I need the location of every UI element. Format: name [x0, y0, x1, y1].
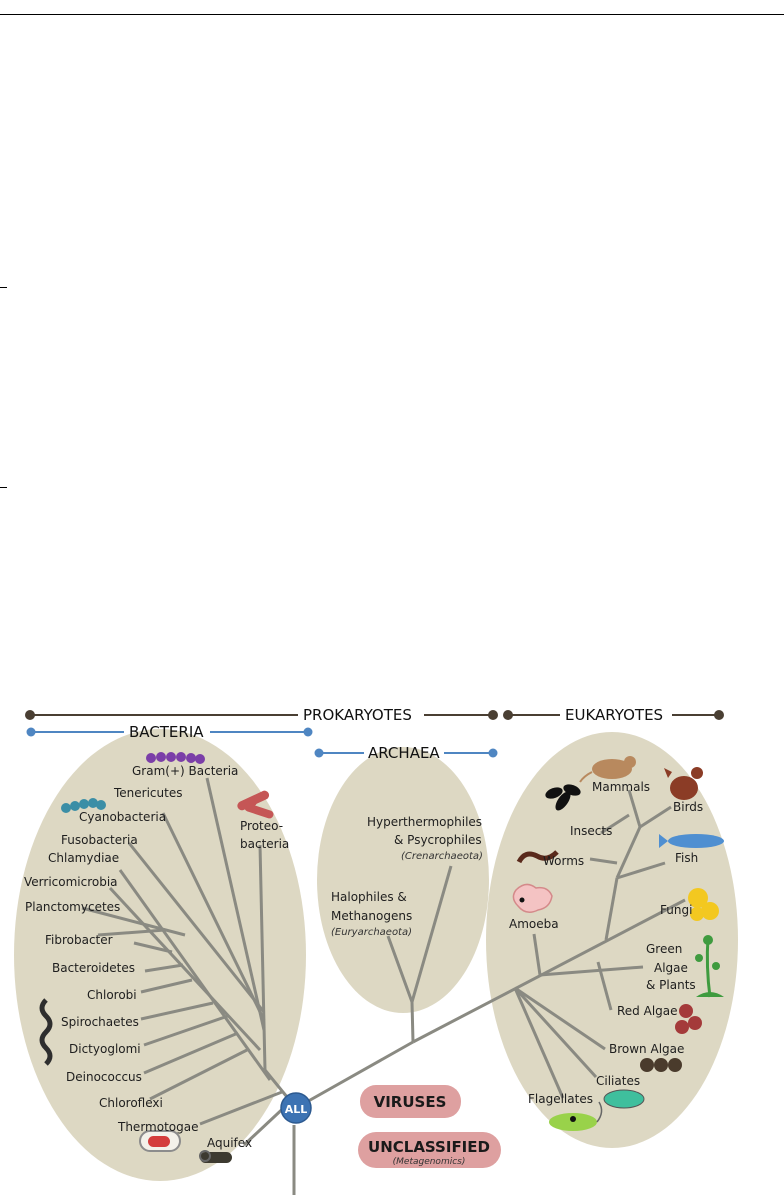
bacteria-label: BACTERIA [129, 723, 204, 741]
taxon-label: Insects [570, 824, 612, 838]
eukaryotes-header: EUKARYOTES [503, 706, 724, 724]
taxon-label: Chloroflexi [99, 1096, 163, 1110]
taxon-label: Cyanobacteria [79, 810, 166, 824]
taxon-label: Bacteroidetes [52, 961, 135, 975]
taxon-label: Dictyoglomi [69, 1042, 141, 1056]
bacteria-taxa: Gram(+) Bacteria Tenericutes Cyanobacter… [24, 764, 289, 1150]
cyanobacteria-icon [61, 798, 106, 813]
taxon-label: Deinococcus [66, 1070, 142, 1084]
taxon-label: Birds [673, 800, 703, 814]
taxon-label: Chlamydiae [48, 851, 119, 865]
metagenomics-label: (Metagenomics) [393, 1157, 466, 1167]
taxon-label: Amoeba [509, 917, 559, 931]
viruses-button-label: VIRUSES [374, 1093, 447, 1111]
plant-icon [695, 935, 724, 998]
tree-branches [81, 777, 686, 1195]
taxon-label: Methanogens [331, 909, 412, 923]
spirochaete-icon [39, 998, 53, 1066]
bacteria-ellipse [14, 729, 306, 1181]
taxon-label: Red Algae [617, 1004, 678, 1018]
ciliate-icon [603, 1089, 645, 1109]
scientific-name: (Crenarchaeota) [401, 851, 483, 862]
eukaryotes-label: EUKARYOTES [565, 706, 663, 724]
flagellate-icon [549, 1101, 603, 1131]
taxon-label: Chlorobi [87, 988, 137, 1002]
archaea-taxa: Hyperthermophiles & Psycrophiles (Crenar… [331, 815, 483, 938]
unclassified-button[interactable]: UNCLASSIFIED (Metagenomics) [358, 1132, 501, 1168]
chicken-icon [664, 767, 703, 800]
fly-icon [545, 784, 581, 811]
eukaryotes-ellipse [486, 732, 738, 1148]
fungi-icon [688, 888, 719, 921]
unclassified-button-label: UNCLASSIFIED [368, 1138, 490, 1156]
tree-of-life-diagram: PROKARYOTES EUKARYOTES BACTERIA ARCHAEA [14, 706, 738, 1195]
taxon-label: Halophiles & [331, 890, 407, 904]
root-node[interactable]: ALL [280, 1092, 312, 1124]
taxon-label: Spirochaetes [61, 1015, 139, 1029]
taxon-label: & Plants [646, 978, 696, 992]
brown-algae-icon [640, 1058, 682, 1072]
taxon-label: bacteria [240, 837, 289, 851]
taxon-label: Aquifex [207, 1136, 252, 1150]
taxon-label: Proteo- [240, 819, 283, 833]
viruses-button[interactable]: VIRUSES [360, 1085, 461, 1118]
taxon-label: Brown Algae [609, 1042, 684, 1056]
top-rule [0, 14, 784, 15]
archaea-ellipse [317, 747, 489, 1013]
gram-positive-bacteria-icon [146, 752, 205, 764]
taxon-label: Thermotogae [117, 1120, 198, 1134]
red-algae-icon [675, 1004, 702, 1034]
taxon-label: Algae [654, 961, 688, 975]
taxon-label: Verricomicrobia [24, 875, 118, 889]
proteobacteria-icon [237, 790, 274, 819]
taxon-label: Flagellates [528, 1092, 593, 1106]
margin-tick [0, 287, 7, 288]
archaea-header: ARCHAEA [314, 744, 498, 762]
amoeba-icon [512, 883, 553, 913]
archaea-label: ARCHAEA [368, 744, 440, 762]
taxon-label: Ciliates [596, 1074, 640, 1088]
taxon-label: Mammals [592, 780, 650, 794]
thermotogae-icon [139, 1130, 181, 1152]
mouse-icon [579, 756, 636, 783]
worm-icon [516, 850, 559, 864]
taxon-label: Fish [675, 851, 698, 865]
fish-icon [659, 834, 724, 848]
taxon-label: Fusobacteria [61, 833, 138, 847]
margin-tick [0, 487, 7, 488]
eukaryote-taxa: Mammals Birds Insects Fish Worms Fungi A… [509, 780, 703, 1106]
taxon-label: Hyperthermophiles [367, 815, 482, 829]
taxon-label: Tenericutes [113, 786, 182, 800]
prokaryotes-header: PROKARYOTES [25, 706, 498, 724]
taxon-label: Worms [543, 854, 584, 868]
taxon-label: Fungi [660, 903, 692, 917]
taxon-label: Planctomycetes [25, 900, 120, 914]
scientific-name: (Euryarchaeota) [331, 927, 412, 938]
taxon-label: & Psycrophiles [394, 833, 482, 847]
bacteria-header: BACTERIA [26, 723, 313, 741]
root-label: ALL [285, 1103, 308, 1116]
prokaryotes-label: PROKARYOTES [303, 706, 412, 724]
taxon-label: Gram(+) Bacteria [132, 764, 238, 778]
taxon-label: Green [646, 942, 682, 956]
aquifex-icon [199, 1150, 232, 1163]
taxon-label: Fibrobacter [45, 933, 113, 947]
